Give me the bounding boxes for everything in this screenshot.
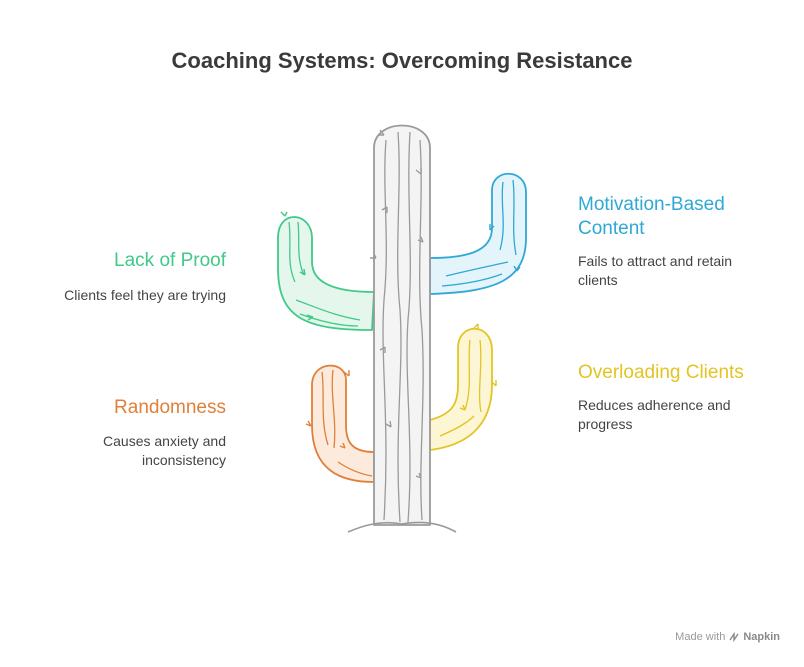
orange-arm bbox=[305, 364, 375, 483]
blue-arm bbox=[429, 172, 527, 295]
napkin-logo-icon bbox=[729, 632, 739, 642]
randomness-desc: Causes anxiety and inconsistency bbox=[103, 433, 226, 468]
page-title: Coaching Systems: Overcoming Resistance bbox=[171, 48, 633, 73]
lack-of-proof-label: Lack of Proof bbox=[114, 250, 226, 271]
footer-watermark: Made with Napkin bbox=[675, 631, 780, 643]
motivation-based-content-desc: Fails to attract and retain clients bbox=[578, 253, 733, 288]
lack-of-proof-desc: Clients feel they are trying bbox=[64, 287, 226, 303]
overloading-clients-desc: Reduces adherence and progress bbox=[578, 397, 731, 432]
randomness-label: Randomness bbox=[114, 397, 226, 418]
overloading-clients-label: Overloading Clients bbox=[578, 362, 744, 383]
footer-made-with: Made with bbox=[675, 631, 726, 643]
motivation-based-content-label: Motivation-Based Content bbox=[578, 194, 725, 239]
green-arm bbox=[277, 211, 375, 331]
footer-brand: Napkin bbox=[743, 631, 780, 643]
yellow-arm bbox=[429, 323, 497, 451]
cactus-trunk bbox=[347, 124, 457, 533]
